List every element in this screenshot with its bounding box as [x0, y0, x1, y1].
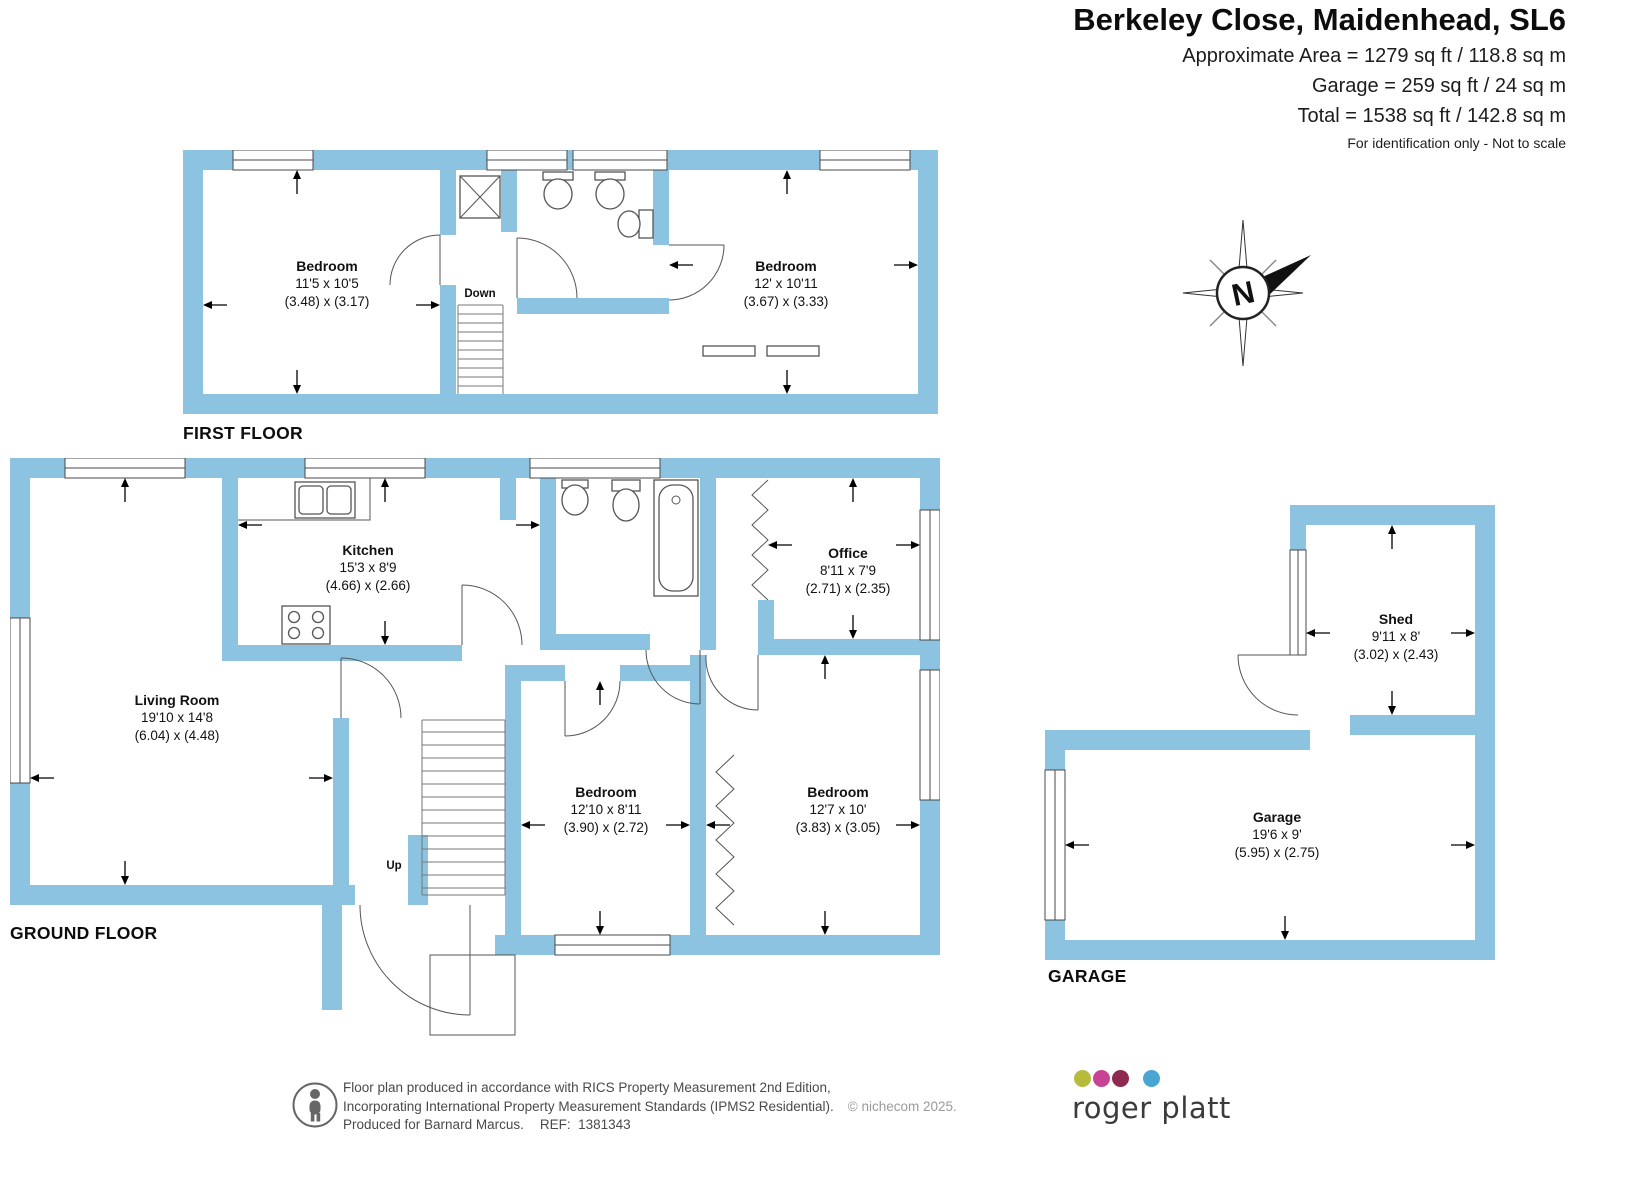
logo-dots — [1074, 1070, 1231, 1087]
first-floor-doors — [389, 234, 725, 301]
room-label-bedroom-ff-left: Bedroom 11'5 x 10'5 (3.48) x (3.17) — [284, 258, 370, 309]
first-floor-title: FIRST FLOOR — [183, 423, 303, 443]
footer-line-1: Floor plan produced in accordance with R… — [343, 1080, 831, 1095]
basin-icon — [595, 178, 625, 210]
first-floor-plan — [183, 150, 938, 414]
garage-title: GARAGE — [1048, 966, 1127, 986]
wardrobe-bifold-icon — [715, 754, 735, 926]
copyright: © nichecom 2025. — [847, 1098, 957, 1114]
room-label-bedroom-gf-right: Bedroom 12'7 x 10' (3.83) x (3.05) — [795, 784, 881, 835]
wardrobe-icon — [766, 345, 820, 357]
page-title: Berkeley Close, Maidenhead, SL6 — [1073, 2, 1566, 37]
total-area: Total = 1538 sq ft / 142.8 sq m — [1297, 105, 1567, 127]
first-floor-fixtures — [459, 171, 820, 357]
compass-arrow — [1256, 255, 1311, 298]
ground-floor-title: GROUND FLOOR — [10, 923, 158, 943]
toilet-icon — [612, 488, 640, 522]
footer-disclaimer: Floor plan produced in accordance with R… — [343, 1079, 957, 1135]
ground-floor-plan — [10, 458, 940, 1036]
toilet-tank-icon — [638, 209, 654, 239]
footer-line-2: Incorporating International Property Mea… — [343, 1098, 957, 1114]
compass-circle — [1215, 265, 1271, 321]
first-floor-windows — [232, 150, 911, 171]
room-label-bedroom-gf-mid: Bedroom 12'10 x 8'11 (3.90) x (2.72) — [563, 784, 649, 835]
footer-line-3: Produced for Barnard Marcus.REF: 1381343 — [343, 1117, 631, 1132]
ground-floor-doors — [340, 479, 769, 1036]
compass-rose: N — [1182, 219, 1311, 367]
room-label-shed: Shed 9'11 x 8' (3.02) x (2.43) — [1353, 611, 1439, 662]
room-label-office: Office 8'11 x 7'9 (2.71) x (2.35) — [805, 545, 891, 596]
disclaimer: For identification only - Not to scale — [1347, 135, 1566, 151]
ground-floor-fixtures — [238, 478, 699, 645]
garage-plan — [1044, 505, 1495, 960]
stove-icon — [281, 605, 331, 645]
logo-dot-2 — [1093, 1070, 1110, 1087]
first-floor-stairs — [457, 304, 504, 394]
bifold-door-icon — [751, 479, 769, 601]
approximate-area: Approximate Area = 1279 sq ft / 118.8 sq… — [1182, 45, 1566, 67]
room-label-bedroom-ff-right: Bedroom 12' x 10'11 (3.67) x (3.33) — [743, 258, 829, 309]
kitchen-counter-icon — [238, 478, 371, 521]
garage-walls — [1045, 505, 1495, 960]
reference-number: REF: 1381343 — [539, 1117, 631, 1132]
wardrobe-icon — [702, 345, 756, 357]
garage-windows — [1044, 549, 1307, 921]
stairs-down-label: Down — [464, 288, 496, 300]
logo-text: roger platt — [1072, 1091, 1231, 1125]
garage-doors — [1237, 654, 1299, 716]
porch-outline — [429, 954, 516, 1036]
person-icon — [292, 1082, 338, 1128]
toilet-icon — [617, 210, 641, 238]
basin-icon — [561, 484, 589, 516]
ground-floor-windows — [10, 458, 940, 956]
logo-dot-1 — [1074, 1070, 1091, 1087]
ground-floor-stairs — [421, 719, 506, 896]
room-label-living-room: Living Room 19'10 x 14'8 (6.04) x (4.48) — [134, 692, 220, 743]
stairs-up-label: Up — [386, 860, 402, 872]
logo-dot-3 — [1112, 1070, 1129, 1087]
room-label-garage: Garage 19'6 x 9' (5.95) x (2.75) — [1234, 809, 1320, 860]
header: Berkeley Close, Maidenhead, SL6 Approxim… — [1073, 2, 1566, 151]
logo-dot-4 — [1143, 1070, 1160, 1087]
garage-area: Garage = 259 sq ft / 24 sq m — [1311, 75, 1566, 97]
basin-icon — [543, 178, 573, 210]
agency-logo: roger platt — [1072, 1070, 1231, 1125]
room-label-kitchen: Kitchen 15'3 x 8'9 (4.66) x (2.66) — [325, 542, 411, 593]
